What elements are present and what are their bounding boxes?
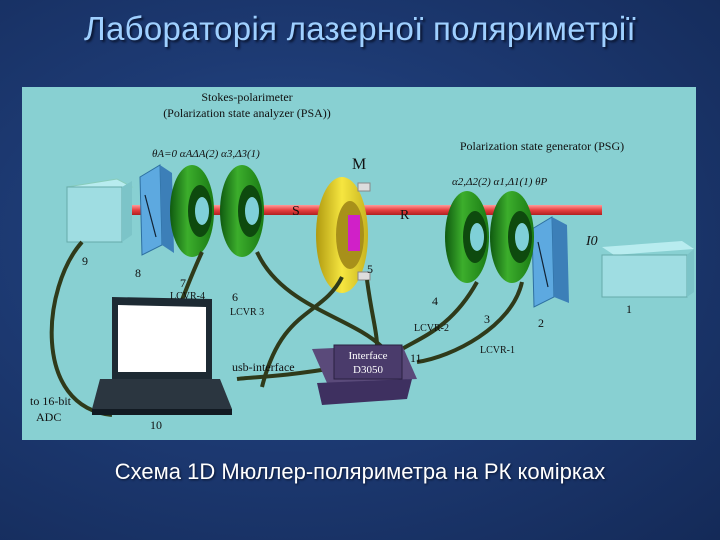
lcvr-1-label: LCVR-1 <box>480 345 515 356</box>
num-4: 4 <box>432 294 438 308</box>
num-5: 5 <box>367 262 373 276</box>
num-3: 3 <box>484 312 490 326</box>
analyzer-polarizer <box>140 165 174 255</box>
num-9: 9 <box>82 254 88 268</box>
polarimeter-diagram: Interface D3050 Stokes-polarimeter (Pola… <box>22 87 696 440</box>
label-s: S <box>292 204 300 219</box>
adc-label-2: ADC <box>36 410 61 424</box>
num-10: 10 <box>150 418 162 432</box>
lcvr-4-label: LCVR-4 <box>170 291 205 302</box>
label-m: M <box>352 156 366 173</box>
psa-title-1: Stokes-polarimeter <box>201 90 292 104</box>
lcvr-3-ring <box>220 165 264 257</box>
psg-params: α2,Δ2(2) α1,Δ1(1) θP <box>452 176 548 188</box>
laser-source-box <box>602 241 694 297</box>
label-r: R <box>400 208 410 223</box>
detector-box <box>67 179 132 242</box>
usb-label: usb-interface <box>232 360 295 374</box>
psg-title: Polarization state generator (PSG) <box>460 139 624 153</box>
slide-caption: Схема 1D Мюллер-поляриметра на РК комірк… <box>0 459 720 485</box>
sample <box>348 215 360 251</box>
label-i0: I0 <box>585 234 598 249</box>
num-8: 8 <box>135 266 141 280</box>
num-11: 11 <box>410 351 422 365</box>
adc-label-1: to 16-bit <box>30 394 72 408</box>
interface-label-1: Interface <box>348 350 387 362</box>
laptop <box>92 297 232 415</box>
num-1: 1 <box>626 302 632 316</box>
num-6: 6 <box>232 290 238 304</box>
psg-polarizer <box>532 217 569 307</box>
interface-label-2: D3050 <box>353 364 383 376</box>
lcvr-2-ring <box>445 191 489 283</box>
slide-title: Лабораторія лазерної поляриметрії <box>0 10 720 48</box>
sample-mount <box>316 177 370 293</box>
lcvr-3-label: LCVR 3 <box>230 307 264 318</box>
lcvr-1-ring <box>490 191 534 283</box>
psa-title-2: (Polarization state analyzer (PSA)) <box>163 106 331 120</box>
num-2: 2 <box>538 316 544 330</box>
diagram-svg: Interface D3050 Stokes-polarimeter (Pola… <box>22 87 696 440</box>
lcvr-2-label: LCVR-2 <box>414 323 449 334</box>
num-7: 7 <box>180 276 186 290</box>
interface-box: Interface D3050 <box>312 345 417 405</box>
lcvr-4-ring <box>170 165 214 257</box>
psa-params: θA=0 αAΔA(2) α3,Δ3(1) <box>152 148 260 160</box>
